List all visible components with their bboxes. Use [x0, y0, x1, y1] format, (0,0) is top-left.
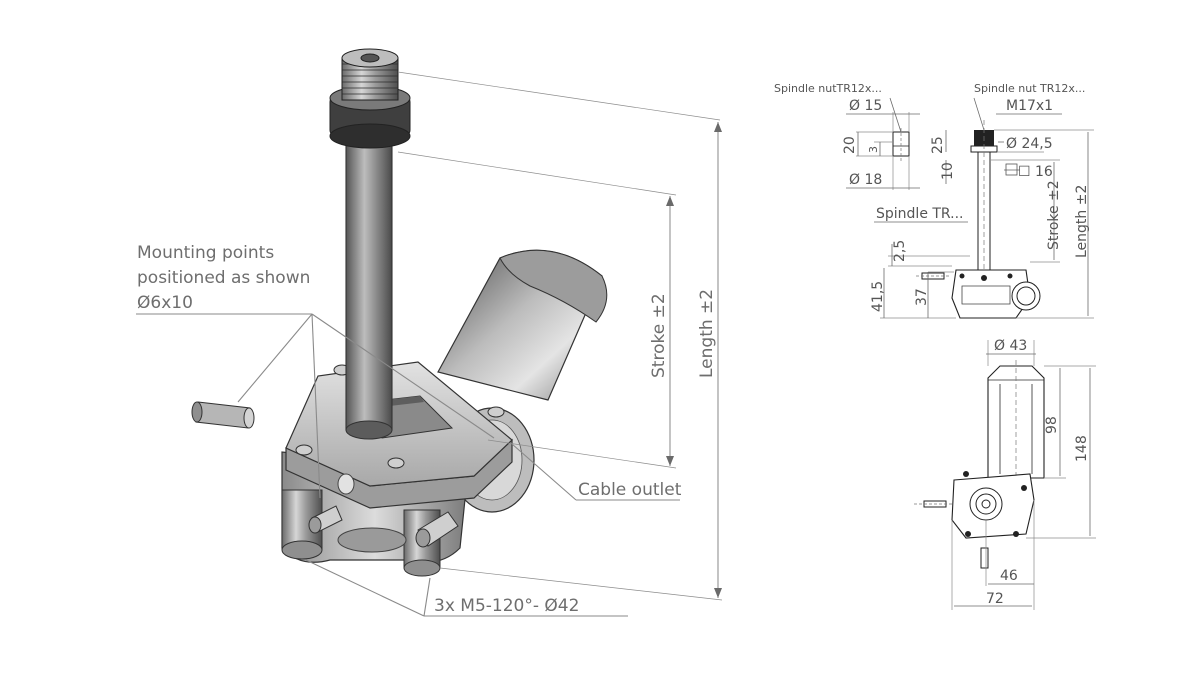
dim-d24-5: Ø 24,5	[1006, 136, 1053, 152]
dim-d15: Ø 15	[849, 98, 882, 114]
cable-outlet-label: Cable outlet	[578, 480, 682, 500]
side-stroke-label: Stroke ±2	[1046, 180, 1062, 250]
dim-46: 46	[1000, 568, 1018, 584]
mounting-note-line1: Mounting points	[137, 243, 274, 263]
dim-h41-5: 41,5	[870, 281, 886, 312]
dim-h20: 20	[842, 136, 858, 154]
dim-148: 148	[1074, 435, 1090, 462]
mounting-note-line3: Ø6x10	[137, 293, 193, 313]
side-length-label: Length ±2	[1074, 185, 1090, 258]
flange-screw	[295, 364, 505, 469]
mounting-pin-body-right	[415, 511, 459, 548]
dim-h37: 37	[914, 288, 930, 306]
dim-h3: 3	[867, 146, 880, 153]
loose-mounting-pin	[191, 401, 255, 429]
dim-h25: 25	[930, 136, 946, 154]
dim-sq16: ☐ 16	[1018, 164, 1053, 180]
stroke-dim-label: Stroke ±2	[649, 293, 669, 378]
dim-72: 72	[986, 591, 1004, 607]
dim-98: 98	[1044, 416, 1060, 434]
stroke-length-dimensions	[397, 71, 723, 601]
dim-h2-5: 2,5	[892, 240, 908, 262]
dim-h10: 10	[940, 162, 956, 180]
spindle-tr-label: Spindle TR...	[876, 206, 964, 222]
dim-m17x1: M17x1	[1006, 98, 1053, 114]
spindle-tube	[345, 139, 393, 440]
dim-d43: Ø 43	[994, 338, 1027, 354]
mounting-pin-body-left	[308, 505, 343, 534]
leader-lines	[136, 313, 680, 617]
mounting-note-line2: positioned as shown	[137, 268, 310, 288]
spindle-nut-right-label: Spindle nut TR12x...	[974, 82, 1085, 95]
side-actuator	[916, 120, 1041, 319]
front-motor	[987, 360, 1045, 484]
length-dim-label: Length ±2	[697, 289, 717, 378]
isometric-actuator-view: Mounting points positioned as shown Ø6x1…	[136, 48, 723, 617]
square-symbol	[1005, 163, 1018, 176]
front-gearbox	[914, 471, 1035, 569]
spindle-nut-left-label: Spindle nutTR12x...	[774, 82, 882, 95]
front-view: Ø 43 98 148 46 72	[914, 338, 1096, 610]
nut-detail	[892, 128, 910, 162]
flange-plate	[285, 361, 513, 509]
side-elevation-view: Spindle nutTR12x... Spindle nut TR12x...…	[774, 82, 1094, 319]
bolt-pattern-label: 3x M5-120°- Ø42	[434, 596, 579, 616]
dim-d18: Ø 18	[849, 172, 882, 188]
spindle-nut	[329, 48, 411, 149]
